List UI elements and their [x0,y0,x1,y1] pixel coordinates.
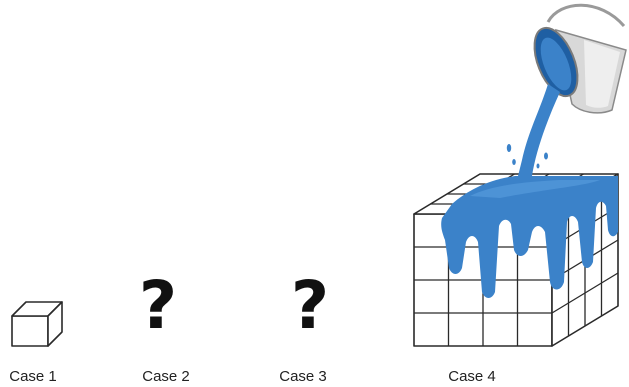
case-1-label: Case 1 [9,368,57,385]
case-3-question-mark: ? [291,267,329,344]
paint-drip-icon [441,176,618,298]
case-4-large-cube [413,173,619,347]
cube-right-face [47,301,63,347]
case-2-question-mark: ? [139,267,177,344]
case-1-unit-cube [11,301,63,347]
cube-front-face [11,315,49,347]
paint-highlight [470,180,600,198]
case-3-label: Case 3 [279,368,327,385]
case-2-label: Case 2 [142,368,190,385]
case-4-label: Case 4 [448,368,496,385]
paint-bucket-icon [506,3,627,176]
